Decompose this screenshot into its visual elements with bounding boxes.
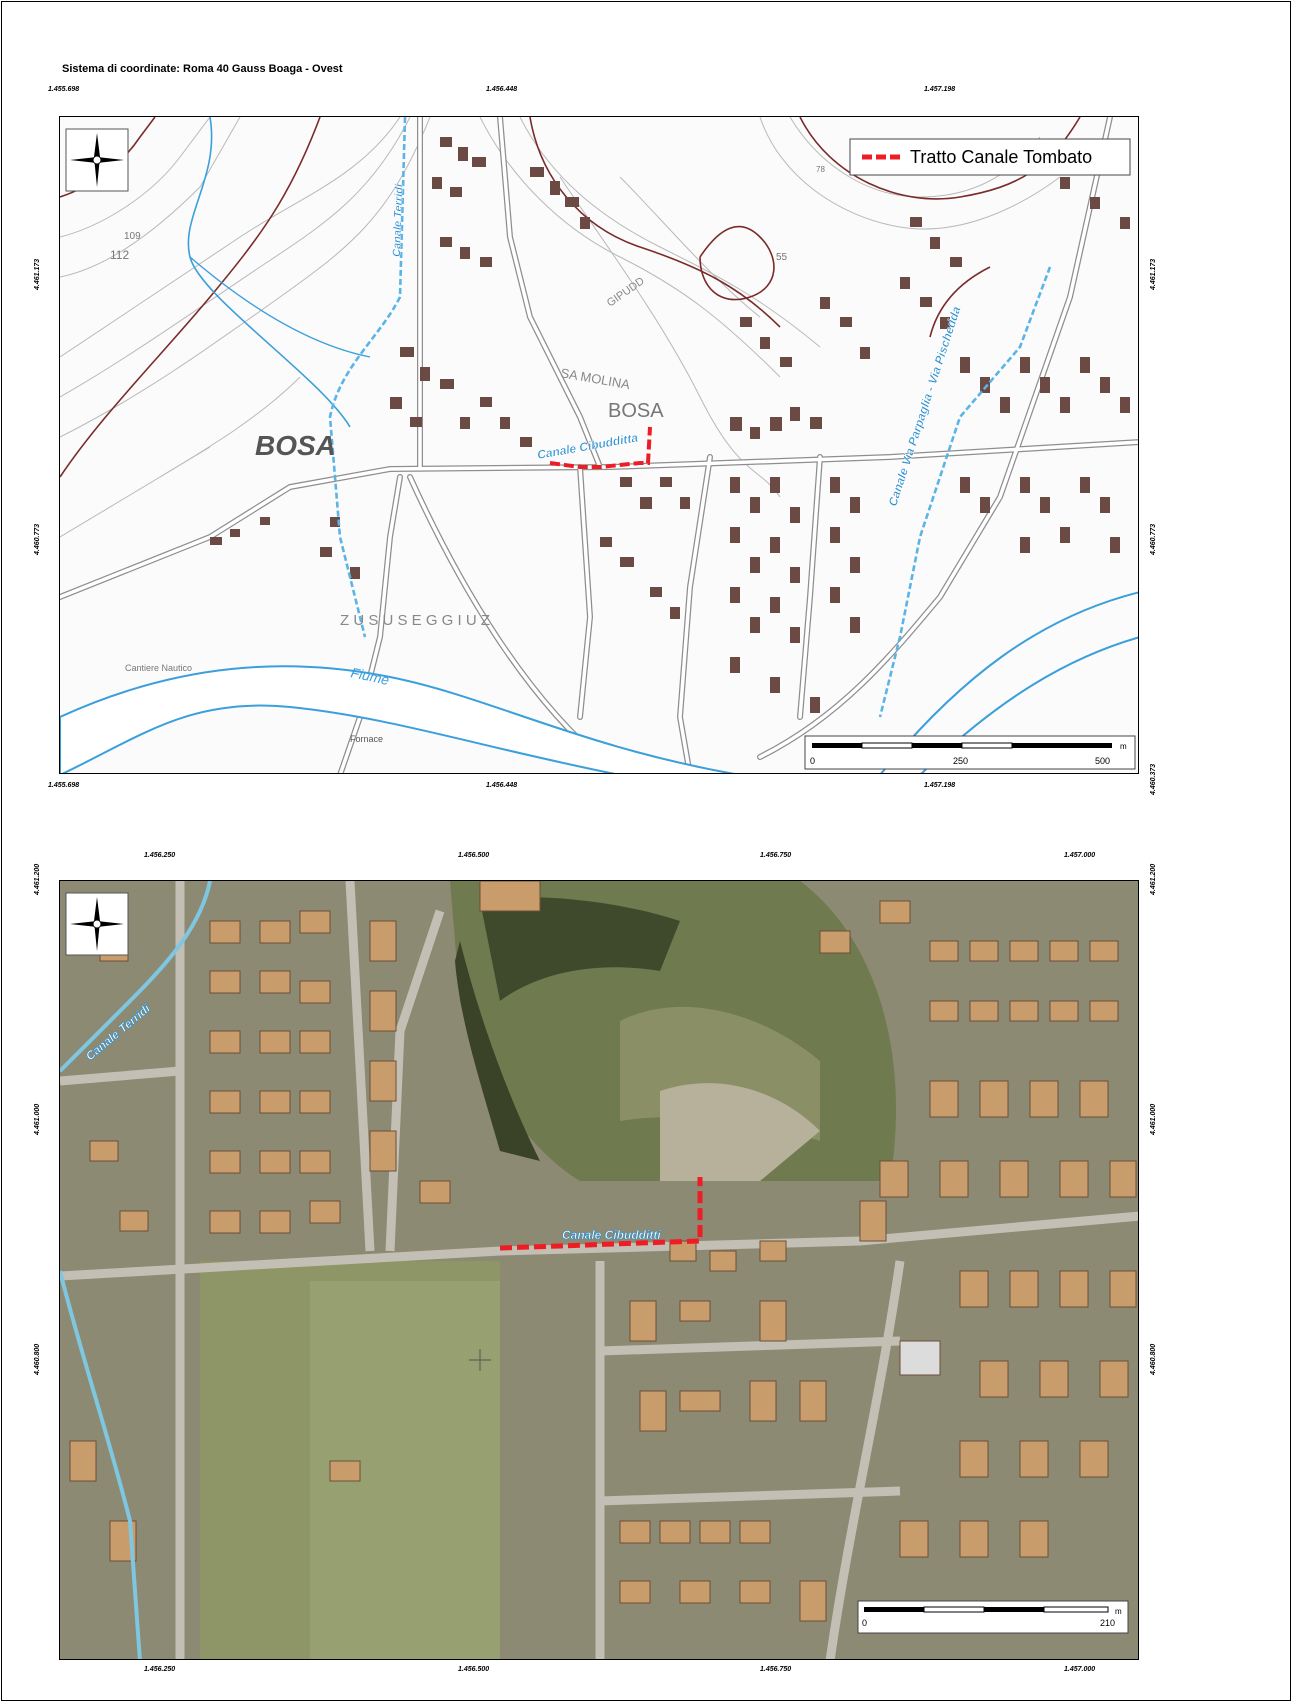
tick-x-bottom-1: 1.455.698 [48, 782, 80, 789]
tombato-segment [549, 426, 652, 469]
legend: Tratto Canale Tombato [849, 138, 1131, 176]
major-contours [60, 117, 1081, 478]
scalebar2-unit: m [1115, 1607, 1122, 1616]
tick-x-top-1: 1.455.698 [48, 86, 80, 93]
canal-label-cibudditti: Canale Cibudditti [562, 1228, 661, 1242]
elevation-55: 55 [776, 252, 788, 263]
tick2-y-left-3: 4.460.800 [34, 1343, 41, 1375]
tick2-x-bottom-2: 1.456.500 [458, 1666, 490, 1673]
scalebar: 0 250 500 m [804, 735, 1136, 770]
tick-y-right-2: 4.460.773 [1150, 523, 1157, 555]
tick2-x-top-3: 1.456.750 [760, 852, 792, 859]
aerial-orthophoto[interactable]: Canale Terridi Canale Cibudditti 0 210 m [59, 880, 1139, 1660]
tick-y-left-1: 4.461.173 [34, 258, 41, 290]
place-bosa: BOSA [255, 430, 336, 461]
buildings [210, 137, 1130, 713]
coordinate-system-label: Sistema di coordinate: Roma 40 Gauss Boa… [62, 63, 343, 75]
place-cantiere-nautico: Cantiere Nautico [125, 663, 192, 673]
tick2-y-right-3: 4.460.800 [1150, 1343, 1157, 1375]
scalebar-unit: m [1120, 742, 1127, 751]
river-fiume [60, 665, 735, 773]
tick-x-top-2: 1.456.448 [486, 86, 518, 93]
tick2-x-top-2: 1.456.500 [458, 852, 490, 859]
scalebar-aerial: 0 210 m [857, 1600, 1129, 1634]
scalebar-label-250: 250 [953, 756, 968, 766]
scalebar2-label-0: 0 [862, 1618, 867, 1628]
tick-y-right-1: 4.461.173 [1150, 258, 1157, 290]
scalebar2-label-210: 210 [1100, 1618, 1115, 1628]
tick-y-right-3: 4.460.373 [1150, 763, 1157, 795]
scalebar-label-0: 0 [810, 756, 815, 766]
topographic-map[interactable]: Tratto Canale Tombato 0 250 500 m BOSA B… [59, 116, 1139, 774]
canal-label-terridi: Canale Terridi [391, 183, 406, 257]
place-fornace: Fornace [350, 734, 383, 744]
tick-x-bottom-2: 1.456.448 [486, 782, 518, 789]
place-bosa-2: BOSA [608, 400, 664, 422]
tick2-y-left-2: 4.461.000 [34, 1103, 41, 1135]
north-arrow-icon [65, 128, 129, 192]
tick-x-bottom-3: 1.457.198 [924, 782, 956, 789]
place-su-seggiu: Z U S U S E G G I U Z [340, 612, 490, 629]
elevation-78: 78 [816, 165, 825, 174]
buildings-aerial [69, 881, 1137, 1622]
tick2-x-bottom-1: 1.456.250 [144, 1666, 176, 1673]
tick-y-left-2: 4.460.773 [34, 523, 41, 555]
canals [328, 117, 1052, 718]
tick2-x-bottom-3: 1.456.750 [760, 1666, 792, 1673]
tick2-y-right-1: 4.461.200 [1150, 863, 1157, 895]
tick2-x-bottom-4: 1.457.000 [1064, 1666, 1096, 1673]
tick2-x-top-1: 1.456.250 [144, 852, 176, 859]
scalebar-label-500: 500 [1095, 756, 1110, 766]
north-arrow-icon [65, 892, 129, 956]
legend-label: Tratto Canale Tombato [910, 147, 1092, 167]
river-label: Fiume [349, 664, 391, 688]
tick2-y-right-2: 4.461.000 [1150, 1103, 1157, 1135]
tick-x-top-3: 1.457.198 [924, 86, 956, 93]
elevation-109: 109 [124, 231, 141, 242]
tick2-x-top-4: 1.457.000 [1064, 852, 1096, 859]
elevation-112: 112 [110, 248, 129, 262]
tombato-segment-aerial [499, 1177, 703, 1251]
canal-aerial [60, 881, 212, 1659]
tick2-y-left-1: 4.461.200 [34, 863, 41, 895]
